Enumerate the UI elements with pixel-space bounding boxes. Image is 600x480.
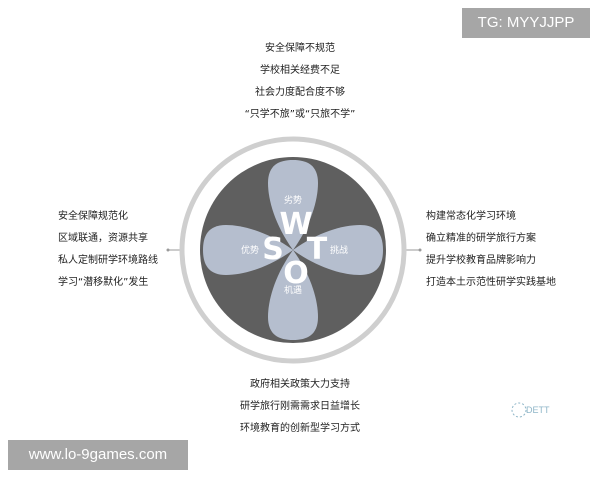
dett-logo: DETT — [511, 402, 550, 418]
strength-item: 学习“潜移默化”发生 — [58, 277, 149, 288]
letter-w: W — [279, 207, 312, 242]
logo-text: DETT — [526, 405, 550, 415]
opportunity-item: 政府相关政策大力支持 — [250, 379, 350, 390]
weakness-item: 社会力度配合度不够 — [255, 87, 345, 98]
petal-left — [203, 225, 293, 275]
petal-right — [293, 225, 383, 275]
label-opportunity: 机遇 — [284, 284, 302, 296]
text-opportunities: 政府相关政策大力支持 研学旅行刚需需求日益增长 环境教育的创新型学习方式 — [0, 374, 600, 440]
letter-t: T — [307, 232, 328, 267]
label-threat: 挑战 — [330, 244, 348, 256]
threat-item: 构建常态化学习环境 — [426, 211, 516, 222]
letter-s: S — [262, 232, 284, 267]
strength-item: 安全保障规范化 — [58, 211, 128, 222]
label-weakness: 劣势 — [284, 194, 302, 206]
logo-mark-icon — [511, 402, 527, 418]
weakness-item: 学校相关经费不足 — [260, 65, 340, 76]
watermark-top: TG: MYYJJPP — [462, 8, 590, 38]
petal-bottom — [268, 250, 318, 340]
petal-top — [268, 160, 318, 250]
connector-dot-right — [418, 248, 422, 252]
text-threats: 构建常态化学习环境 确立精准的研学旅行方案 提升学校教育品牌影响力 打造本土示范… — [426, 206, 556, 294]
weakness-item: 安全保障不规范 — [265, 43, 335, 54]
strength-item: 区域联通，资源共享 — [58, 233, 148, 244]
strength-item: 私人定制研学环境路线 — [58, 255, 158, 266]
text-strengths: 安全保障规范化 区域联通，资源共享 私人定制研学环境路线 学习“潜移默化”发生 — [58, 206, 158, 294]
weakness-item: “只学不旅”或“只旅不学” — [244, 109, 356, 120]
letter-o: O — [283, 256, 309, 291]
label-strength: 优势 — [241, 244, 259, 256]
opportunity-item: 环境教育的创新型学习方式 — [240, 423, 360, 434]
threat-item: 提升学校教育品牌影响力 — [426, 255, 536, 266]
threat-item: 打造本土示范性研学实践基地 — [426, 277, 556, 288]
opportunity-item: 研学旅行刚需需求日益增长 — [240, 401, 360, 412]
watermark-bottom: www.lo-9games.com — [8, 440, 188, 470]
threat-item: 确立精准的研学旅行方案 — [426, 233, 536, 244]
connector-dot-left — [166, 248, 170, 252]
text-weaknesses: 安全保障不规范 学校相关经费不足 社会力度配合度不够 “只学不旅”或“只旅不学” — [0, 38, 600, 126]
